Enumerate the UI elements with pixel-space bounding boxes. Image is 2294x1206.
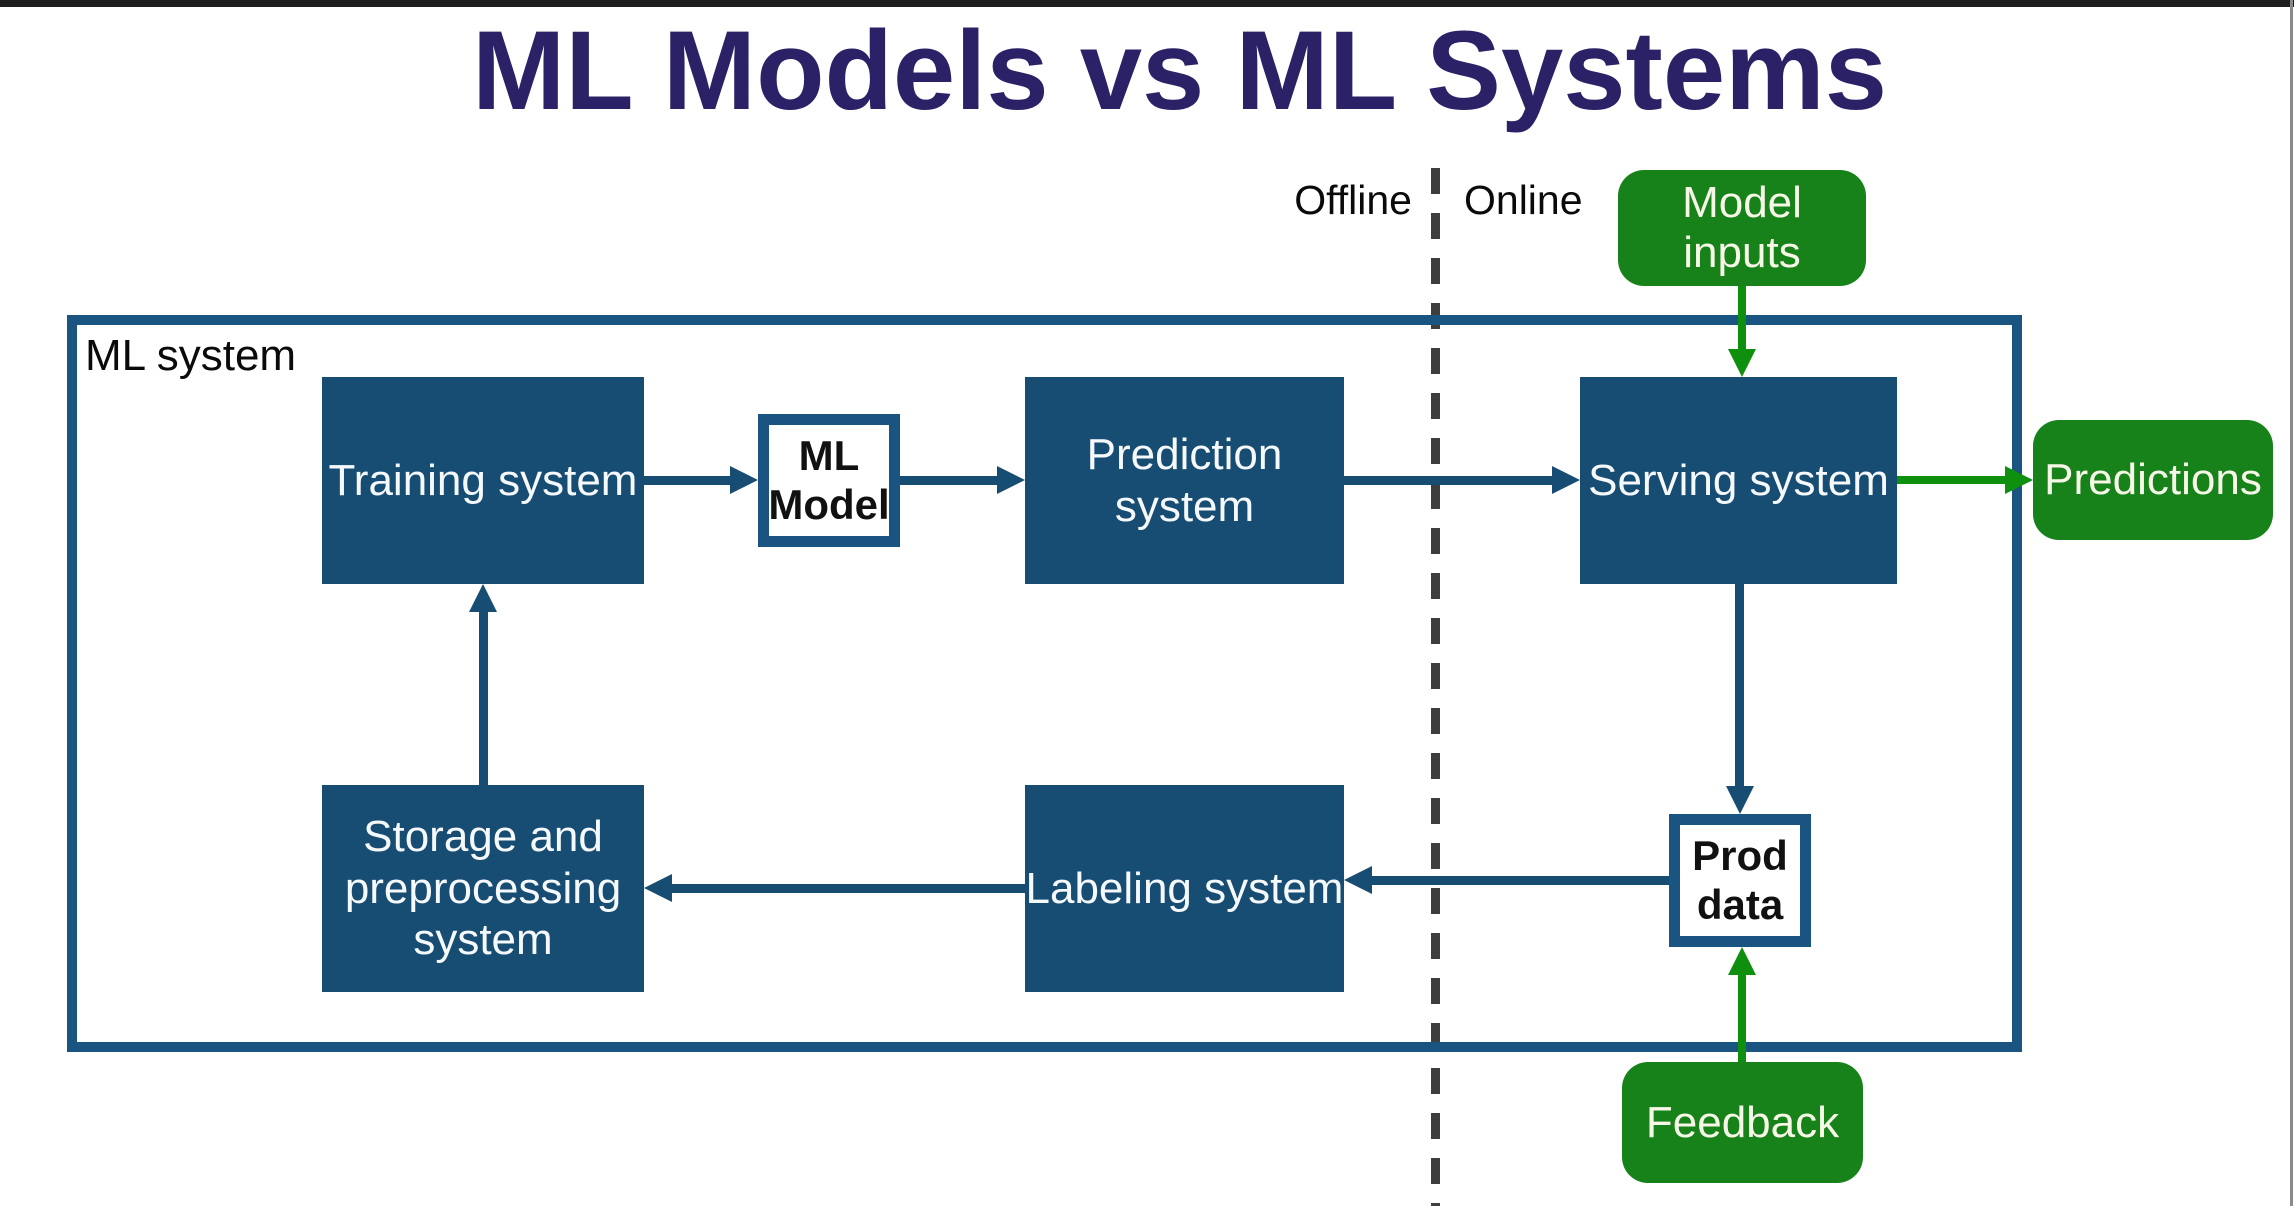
arrow-head: [2005, 466, 2033, 494]
arrow-line: [1738, 286, 1746, 351]
arrow-line: [644, 476, 732, 485]
training-system-label: Training system: [328, 455, 638, 505]
prediction-system-node: Prediction system: [1025, 377, 1344, 584]
prod-data-label-line2: data: [1696, 880, 1784, 928]
ml-model-label-line1: ML: [798, 432, 860, 480]
predictions-node: Predictions: [2033, 420, 2273, 540]
storage-label-line2: preprocessing: [344, 863, 622, 913]
model-inputs-label: Model inputs: [1682, 178, 1802, 277]
serving-system-label: Serving system: [1588, 455, 1889, 505]
training-system-node: Training system: [322, 377, 644, 584]
prod-data-node: Prod data: [1669, 814, 1811, 947]
top-edge-bar: [0, 0, 2294, 7]
right-edge-line: [2290, 0, 2293, 1206]
ml-system-container: [67, 315, 2022, 1052]
offline-online-divider: [1431, 168, 1440, 1206]
feedback-node: Feedback: [1622, 1062, 1863, 1183]
prediction-system-label-line2: system: [1114, 481, 1255, 531]
storage-preprocessing-node: Storage and preprocessing system: [322, 785, 644, 992]
arrow-head: [730, 466, 758, 494]
arrow-head: [469, 584, 497, 612]
storage-label-line1: Storage and: [363, 811, 603, 861]
arrow-line: [1735, 584, 1744, 788]
arrow-head: [1344, 866, 1372, 894]
serving-system-node: Serving system: [1580, 377, 1897, 584]
arrow-head: [997, 466, 1025, 494]
feedback-label: Feedback: [1645, 1097, 1840, 1147]
ml-model-node: ML Model: [758, 414, 900, 547]
arrow-line: [900, 476, 999, 485]
arrow-line: [1370, 876, 1669, 885]
ml-model-label-line2: Model: [768, 480, 890, 528]
prediction-system-label-line1: Prediction: [1086, 429, 1283, 479]
arrow-head: [1728, 349, 1756, 377]
arrow-line: [1344, 476, 1554, 485]
arrow-line: [479, 610, 488, 785]
arrow-head: [644, 874, 672, 902]
predictions-label: Predictions: [2044, 455, 2262, 504]
offline-zone-label: Offline: [1294, 177, 1412, 223]
model-inputs-node: Model inputs: [1618, 170, 1866, 286]
arrow-head: [1726, 786, 1754, 814]
prod-data-label-line1: Prod: [1692, 832, 1788, 880]
ml-system-label: ML system: [85, 331, 297, 380]
storage-label-line3: system: [413, 915, 553, 965]
arrow-line: [670, 884, 1025, 893]
page-title: ML Models vs ML Systems: [472, 8, 1887, 133]
arrow-line: [1738, 973, 1746, 1062]
labeling-system-node: Labeling system: [1025, 785, 1344, 992]
online-zone-label: Online: [1464, 177, 1583, 223]
arrow-line: [1897, 476, 2007, 484]
arrow-head: [1728, 947, 1756, 975]
labeling-system-label: Labeling system: [1025, 863, 1344, 913]
arrow-head: [1552, 466, 1580, 494]
